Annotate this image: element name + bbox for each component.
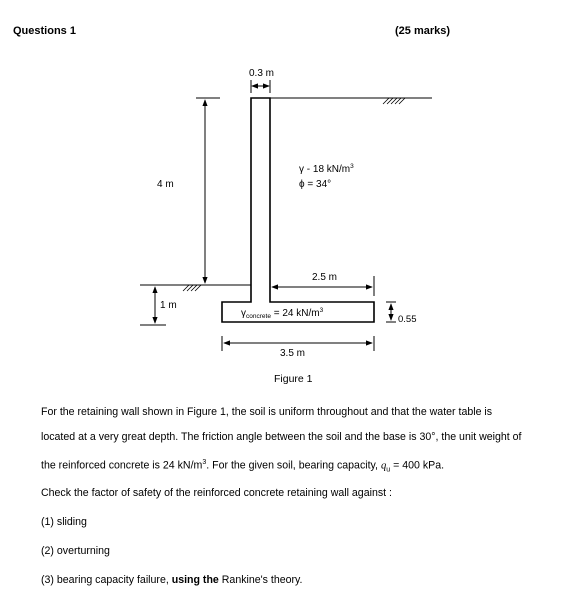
check-intro: Check the factor of safety of the reinfo… bbox=[41, 487, 392, 499]
soil-friction-angle: ϕ = 34° bbox=[299, 179, 331, 190]
marks-label: (25 marks) bbox=[395, 25, 451, 37]
item-overturning: (2) overturning bbox=[41, 545, 110, 557]
soil-unit-weight: γ - 18 kN/m3 bbox=[299, 163, 354, 175]
ground-hatch-front bbox=[182, 284, 202, 292]
paragraph-line-2: located at a very great depth. The frict… bbox=[41, 431, 522, 443]
label-wall-height: 4 m bbox=[157, 179, 174, 190]
item-sliding: (1) sliding bbox=[41, 516, 87, 528]
question-title: Questions 1 bbox=[13, 25, 76, 37]
label-stem-thickness: 0.3 m bbox=[249, 68, 274, 79]
retaining-wall-figure: 0.3 m 4 m 1 m 2.5 m 0.55 3.5 m γ - 18 kN… bbox=[140, 68, 432, 385]
concrete-unit-weight: γconcrete = 24 kN/m3 bbox=[241, 307, 324, 320]
paragraph-line-3: the reinforced concrete is 24 kN/m3. For… bbox=[41, 459, 445, 474]
paragraph-line-1: For the retaining wall shown in Figure 1… bbox=[41, 406, 493, 418]
label-front-depth: 1 m bbox=[160, 300, 177, 311]
label-base-width: 3.5 m bbox=[280, 348, 305, 359]
label-base-thickness: 0.55 bbox=[398, 314, 417, 325]
wall-outline bbox=[221, 97, 375, 323]
ground-hatch-top bbox=[382, 97, 406, 105]
label-heel-length: 2.5 m bbox=[312, 272, 337, 283]
figure-caption: Figure 1 bbox=[274, 373, 313, 385]
item-bearing-capacity: (3) bearing capacity failure, using the … bbox=[41, 574, 303, 586]
